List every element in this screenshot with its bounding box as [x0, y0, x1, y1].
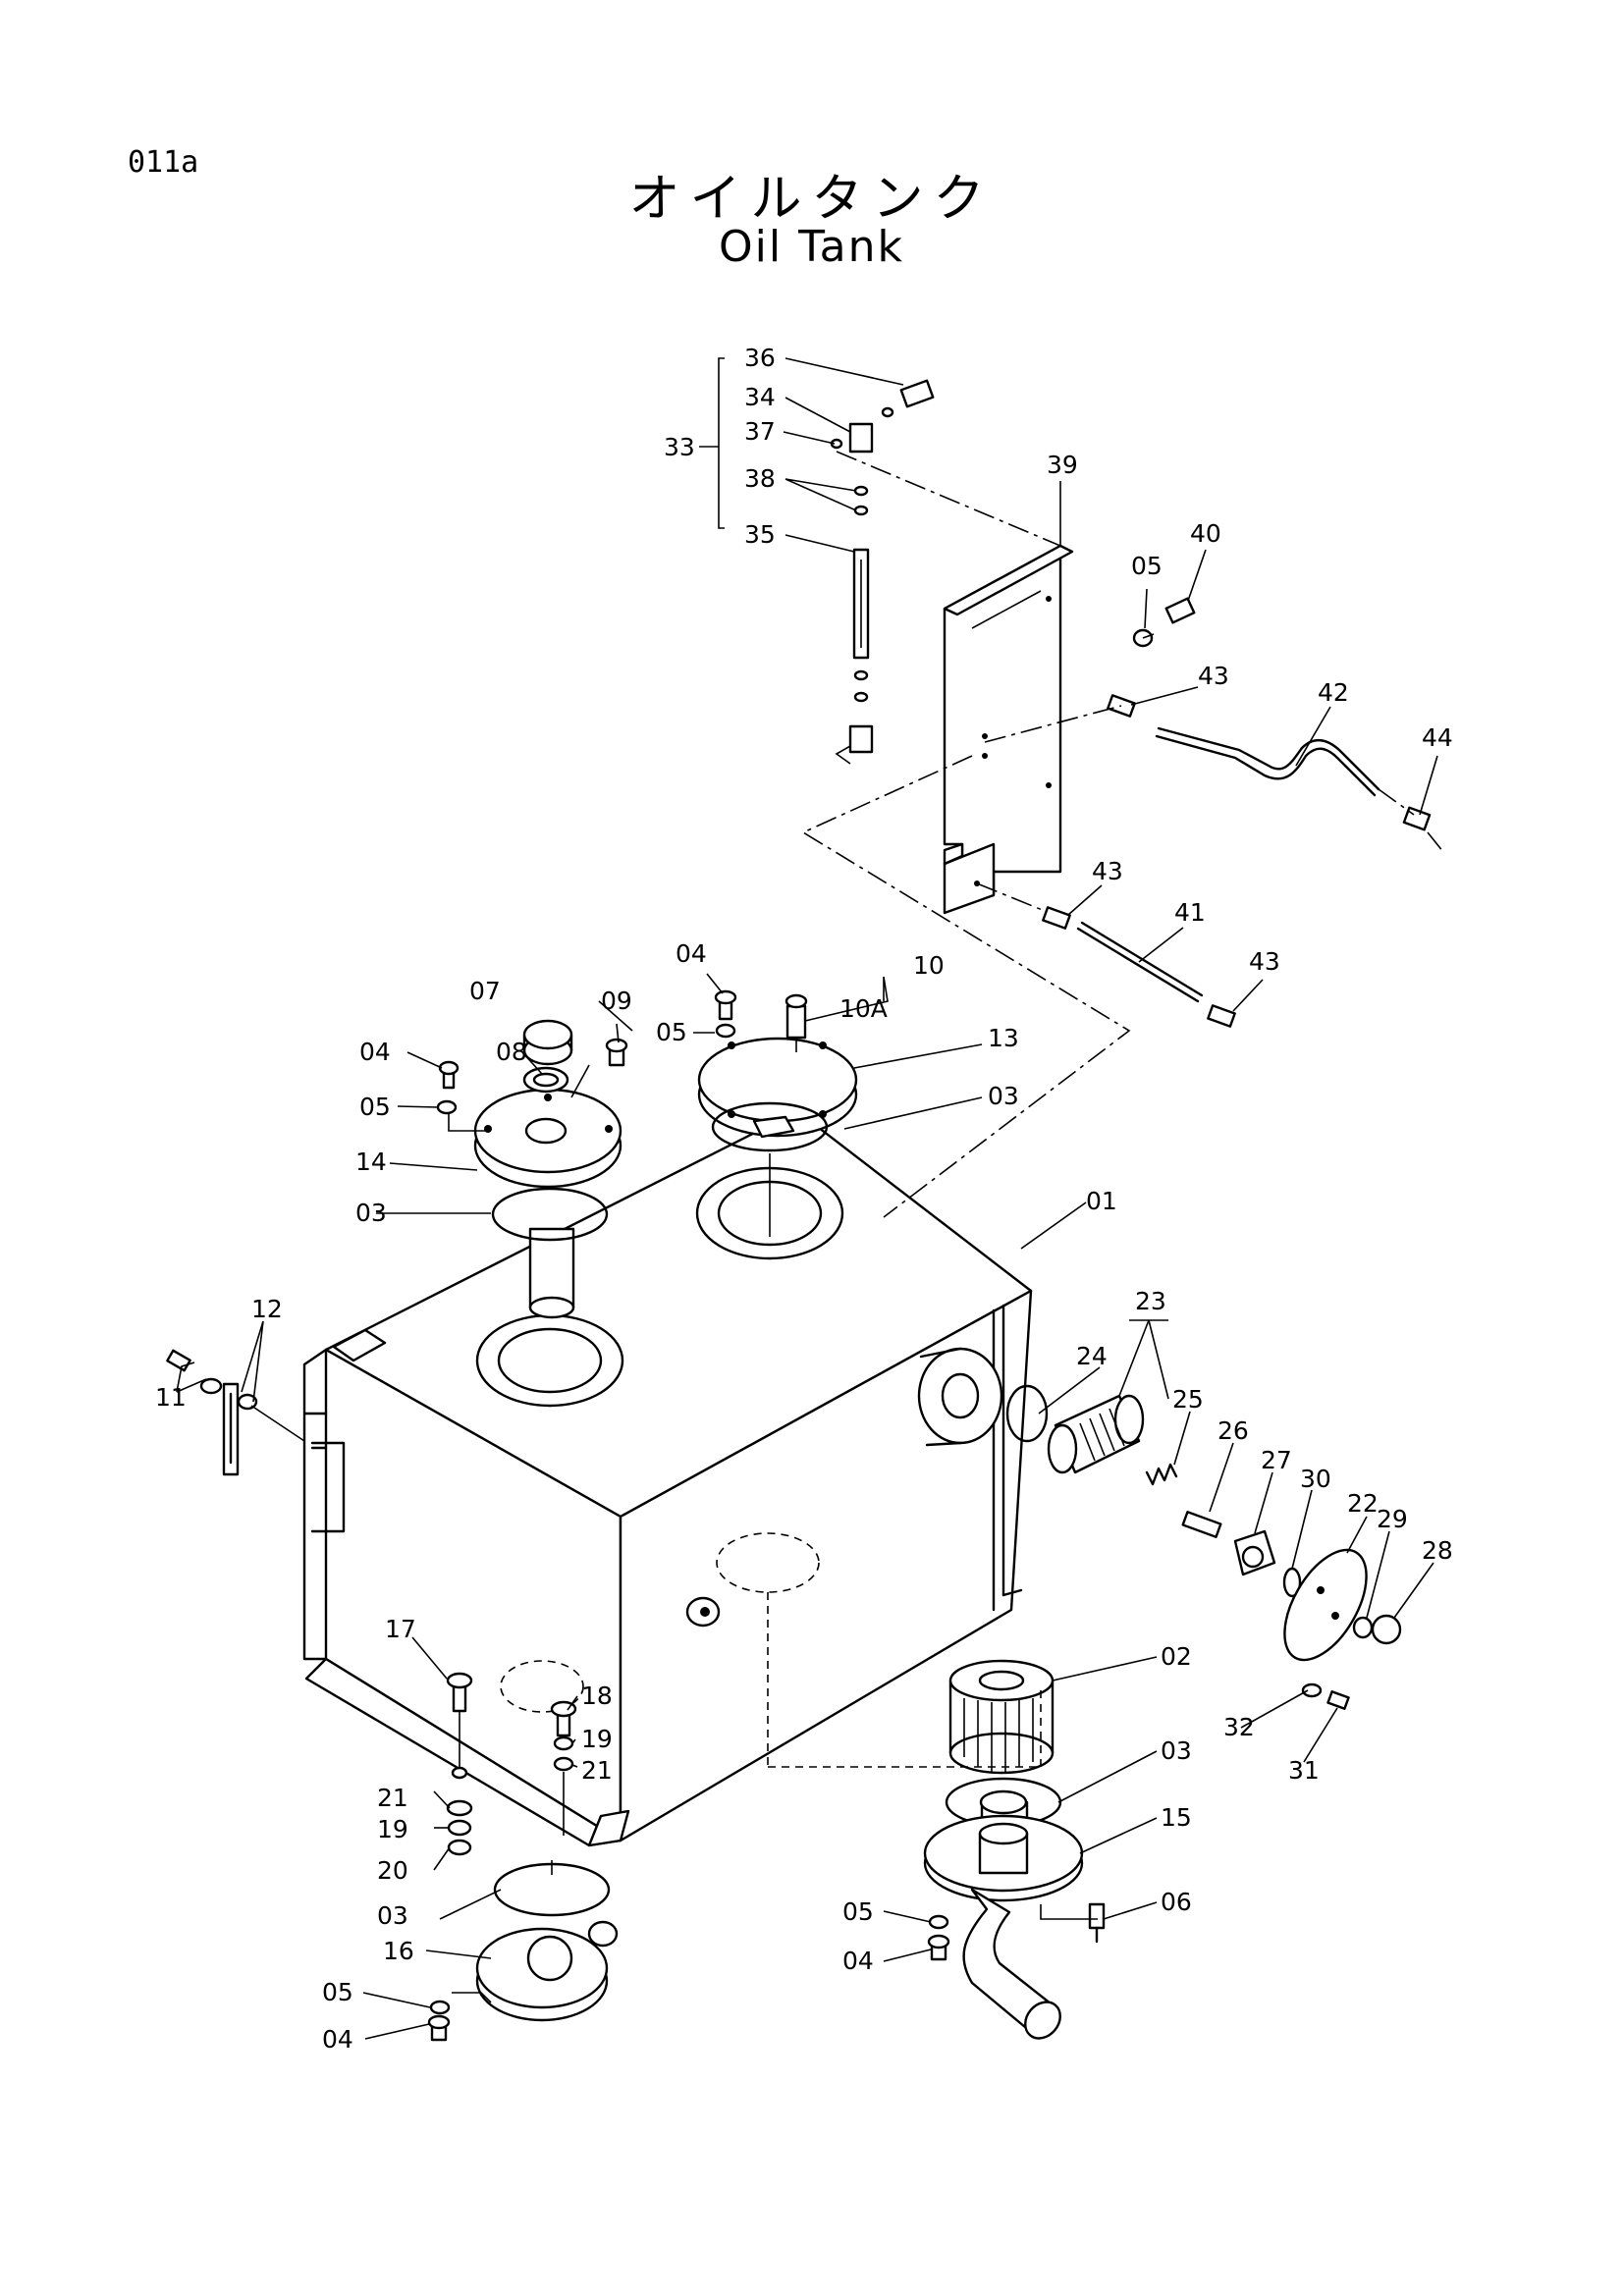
- part-label: 23: [1135, 1287, 1166, 1315]
- part-label: 15: [1161, 1803, 1192, 1832]
- part-label: 17: [385, 1615, 416, 1643]
- part-label: 43: [1198, 662, 1229, 690]
- part-label: 04: [676, 939, 707, 968]
- part-label: 14: [355, 1148, 387, 1176]
- part-label: 28: [1422, 1536, 1453, 1565]
- part-label: 12: [251, 1295, 283, 1323]
- part-label: 02: [1161, 1642, 1192, 1671]
- return-flange-assembly: [436, 1019, 628, 1319]
- part-label: 05: [656, 1018, 687, 1046]
- part-label: 20: [377, 1856, 408, 1885]
- part-label: 39: [1047, 451, 1078, 479]
- part-label: 03: [355, 1199, 387, 1227]
- part-label: 07: [469, 977, 501, 1005]
- title-japanese: オイルタンク: [628, 170, 995, 229]
- part-label: 42: [1318, 678, 1349, 707]
- part-label: 03: [377, 1901, 408, 1930]
- part-label: 01: [1086, 1187, 1117, 1215]
- part-label: 19: [377, 1815, 408, 1843]
- part-label: 06: [1161, 1888, 1192, 1916]
- part-label: 33: [664, 433, 695, 461]
- upper-bracket-assembly: [801, 379, 1444, 1218]
- page-code: 011a: [128, 145, 199, 180]
- part-label: 04: [842, 1947, 874, 1975]
- part-label: 13: [988, 1024, 1019, 1052]
- part-label: 05: [1131, 552, 1163, 580]
- part-label: 22: [1347, 1489, 1379, 1518]
- suction-filter-assembly: [768, 1659, 1106, 2040]
- part-label: 09: [601, 987, 632, 1015]
- part-label: 05: [359, 1093, 391, 1121]
- part-label: 40: [1190, 519, 1221, 548]
- part-label: 36: [744, 344, 776, 372]
- part-label: 19: [581, 1725, 613, 1753]
- level-gauge-assembly: [166, 1349, 305, 1476]
- part-label: 04: [359, 1038, 391, 1066]
- part-label: 03: [988, 1082, 1019, 1110]
- part-label: 16: [383, 1937, 414, 1965]
- part-label: 31: [1288, 1756, 1320, 1785]
- part-label: 21: [581, 1756, 613, 1785]
- part-label: 24: [1076, 1342, 1108, 1370]
- part-label: 10A: [839, 994, 888, 1023]
- part-label: 18: [581, 1682, 613, 1710]
- part-number-labels: 36 34 37 33 38 35 39 40 05 43 42 44 43 4…: [155, 344, 1453, 2054]
- part-label: 25: [1172, 1385, 1204, 1414]
- side-strainer-assembly: [1005, 1384, 1402, 1710]
- part-label: 10: [913, 951, 945, 980]
- part-label: 34: [744, 383, 776, 411]
- leader-lines: [176, 357, 1438, 2040]
- part-label: 11: [155, 1383, 187, 1412]
- part-label: 27: [1261, 1446, 1292, 1474]
- oil-tank-body: [302, 1109, 1033, 1847]
- part-label: 44: [1422, 723, 1453, 752]
- part-label: 32: [1223, 1713, 1255, 1741]
- part-label: 43: [1092, 857, 1123, 885]
- part-label: 26: [1217, 1416, 1249, 1445]
- top-cover-assembly: [697, 989, 858, 1237]
- part-label: 43: [1249, 947, 1280, 976]
- part-label: 05: [842, 1897, 874, 1926]
- part-label: 30: [1300, 1465, 1331, 1493]
- title-english: Oil Tank: [719, 222, 904, 272]
- part-label: 08: [496, 1038, 527, 1066]
- part-label: 37: [744, 417, 776, 446]
- part-label: 38: [744, 464, 776, 493]
- bottom-drain-assembly: [427, 1672, 619, 2042]
- part-label: 41: [1174, 898, 1206, 927]
- part-label: 35: [744, 520, 776, 549]
- part-label: 29: [1377, 1505, 1408, 1533]
- part-label: 03: [1161, 1736, 1192, 1765]
- part-label: 21: [377, 1784, 408, 1812]
- part-label: 04: [322, 2025, 353, 2054]
- part-label: 05: [322, 1978, 353, 2006]
